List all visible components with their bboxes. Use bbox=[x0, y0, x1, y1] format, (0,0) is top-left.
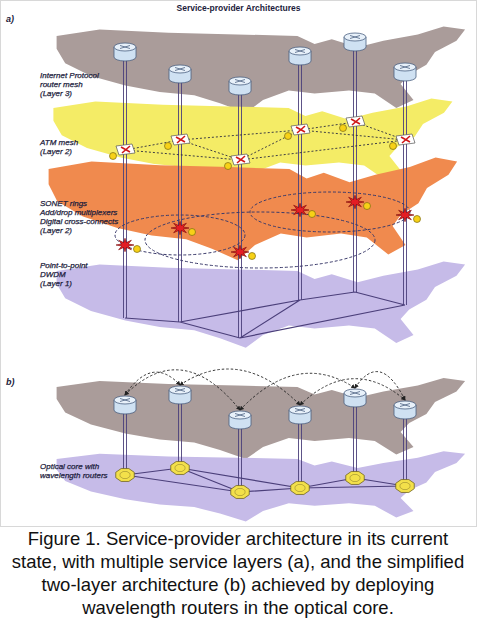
layer-label: ATM mesh (Layer 2) bbox=[40, 138, 90, 156]
port-dot bbox=[364, 203, 371, 210]
router-symbol bbox=[169, 65, 191, 83]
vertical-link bbox=[124, 401, 407, 492]
port-dot bbox=[249, 253, 256, 260]
layer-label: Optical core with wavelength routers bbox=[40, 462, 110, 480]
port-dot bbox=[340, 125, 347, 132]
router-symbol bbox=[344, 389, 366, 407]
sonet-adm-symbol bbox=[396, 208, 414, 222]
panel-label: a) bbox=[6, 14, 30, 24]
port-dot bbox=[189, 229, 196, 236]
atm-switch-symbol bbox=[396, 134, 415, 145]
wavelength-router-symbol bbox=[346, 472, 364, 485]
wavelength-router-symbol bbox=[116, 469, 134, 482]
wavelength-router-symbol bbox=[231, 486, 249, 499]
atm-switch-symbol bbox=[171, 134, 190, 145]
router-symbol bbox=[169, 386, 191, 404]
port-dot bbox=[414, 216, 421, 223]
layer-label: Internet Protocol router mesh (Layer 3) bbox=[40, 71, 103, 98]
port-dot bbox=[309, 211, 316, 218]
atm-switch-symbol bbox=[116, 144, 135, 155]
sonet-adm-symbol bbox=[346, 195, 364, 209]
ip-adjacency-arc bbox=[125, 370, 240, 410]
wavelength-router-symbol bbox=[291, 482, 309, 495]
atm-switch-symbol bbox=[291, 124, 310, 135]
port-dot bbox=[165, 143, 172, 150]
router-symbol bbox=[289, 406, 311, 424]
layer-label: SONET rings Add/drop multiplexers Digita… bbox=[40, 199, 120, 235]
atm-mesh-link bbox=[125, 122, 405, 160]
optical-link bbox=[125, 468, 405, 492]
vertical-link bbox=[124, 48, 407, 338]
sonet-adm-symbol bbox=[291, 203, 309, 217]
sonet-ring bbox=[145, 212, 375, 268]
atm-switch-symbol bbox=[346, 116, 365, 127]
layer-label: Point-to-point DWDM (Layer 1) bbox=[40, 261, 90, 288]
router-symbol bbox=[394, 63, 416, 81]
port-dot bbox=[225, 163, 232, 170]
wavelength-router-symbol bbox=[396, 480, 414, 493]
ip-adjacency-arc bbox=[240, 373, 355, 410]
sonet-adm-symbol bbox=[171, 221, 189, 235]
wavelength-router-symbol bbox=[171, 462, 189, 475]
router-symbol bbox=[114, 396, 136, 414]
figure-title: Service-provider Architectures bbox=[0, 3, 477, 13]
router-symbol bbox=[229, 77, 251, 95]
dwdm-link bbox=[125, 292, 405, 338]
router-symbol bbox=[289, 47, 311, 65]
sonet-adm-symbol bbox=[231, 245, 249, 259]
port-dot bbox=[390, 143, 397, 150]
port-dot bbox=[134, 246, 141, 253]
router-symbol bbox=[114, 43, 136, 61]
router-symbol bbox=[394, 401, 416, 419]
atm-switch-symbol bbox=[231, 154, 250, 165]
sonet-ring bbox=[115, 215, 245, 255]
figure-caption: Figure 1. Service-provider architecture … bbox=[8, 527, 468, 619]
ip-adjacency-arc bbox=[180, 369, 300, 405]
router-symbol bbox=[229, 411, 251, 429]
port-dot bbox=[110, 153, 117, 160]
router-symbol bbox=[344, 33, 366, 51]
panel-label: b) bbox=[6, 377, 30, 387]
sonet-adm-symbol bbox=[116, 238, 134, 252]
figure-frame bbox=[1, 1, 477, 527]
port-dot bbox=[285, 133, 292, 140]
